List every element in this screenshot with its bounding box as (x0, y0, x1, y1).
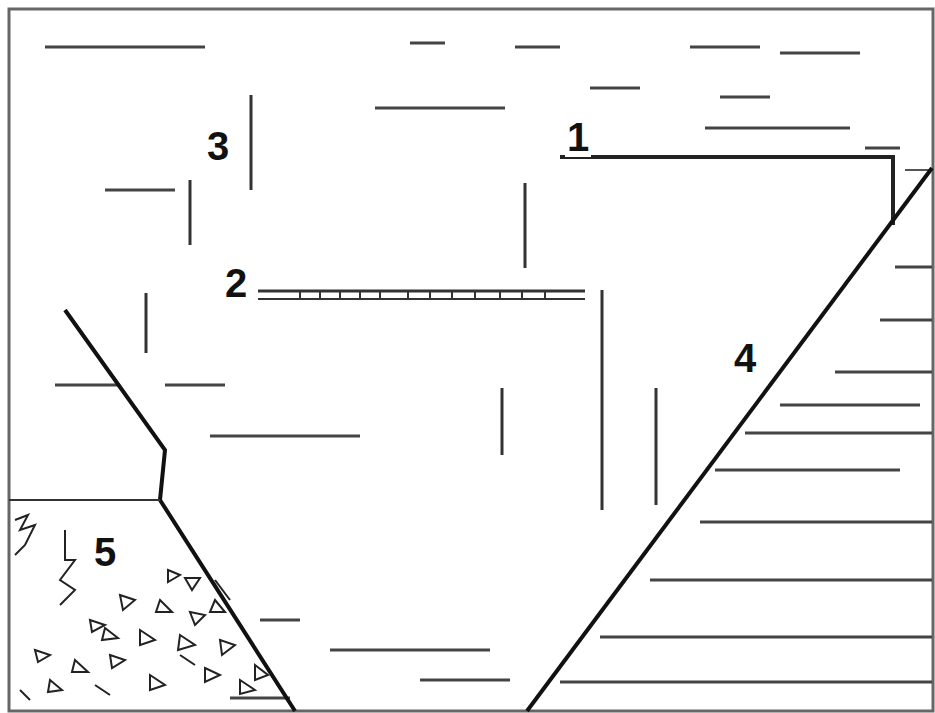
hatched-surface (258, 291, 585, 299)
callout-number: 4 (732, 338, 758, 378)
contact-line (560, 157, 893, 225)
callout-number: 3 (205, 126, 231, 166)
callout-number: 2 (223, 263, 249, 303)
fault-line (65, 310, 295, 711)
callout-number: 5 (92, 532, 118, 572)
bedding-dashes (45, 43, 932, 698)
callout-number: 1 (565, 117, 591, 157)
bedding-dash (905, 169, 930, 171)
frame (9, 9, 933, 711)
breccia-symbols (15, 515, 268, 700)
contact-line (9, 499, 160, 501)
fault-line (527, 168, 932, 711)
